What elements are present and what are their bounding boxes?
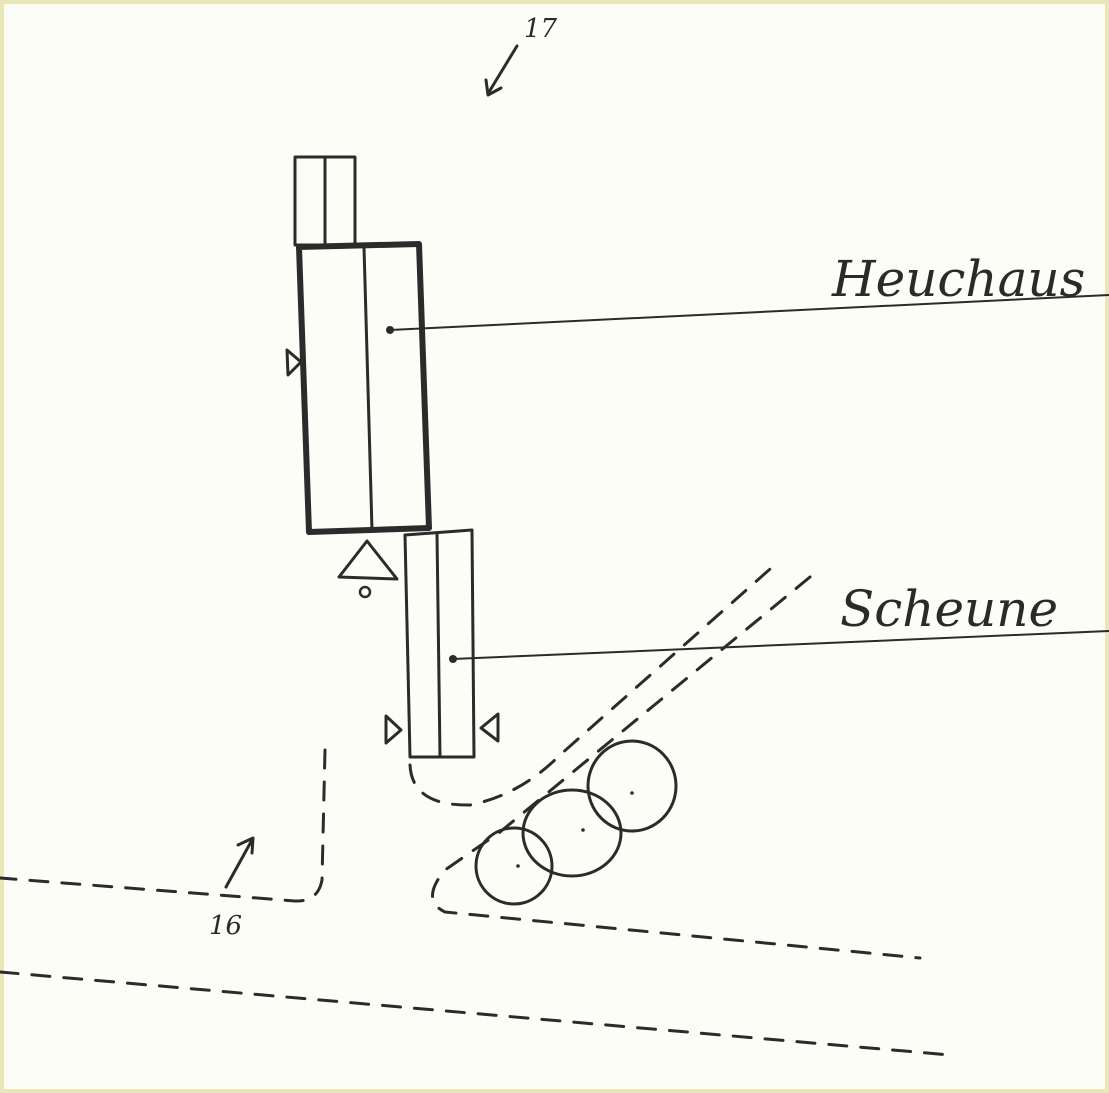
barn-entrance-marker-right [479, 712, 500, 743]
dashed-path-left-branch [0, 748, 327, 903]
house-building [296, 241, 432, 535]
tree [474, 826, 554, 906]
reference-arrow-17 [484, 44, 519, 97]
tree-group [474, 739, 678, 906]
barn-building [403, 528, 476, 759]
reference-number-16: 16 [209, 911, 242, 941]
tree [521, 788, 623, 878]
dashed-path-barn-curve [408, 560, 780, 807]
bell-symbol [337, 539, 399, 599]
house-annex [293, 155, 357, 247]
barn-leader-line [452, 630, 1109, 660]
house-entrance-marker-left [285, 348, 303, 377]
dashed-road-bottom [0, 970, 952, 1057]
barn-label: Scheune [840, 580, 1058, 638]
dashed-paths [0, 560, 952, 1057]
house-leader-line [389, 294, 1109, 331]
tree [586, 739, 678, 833]
reference-arrow-16 [224, 836, 255, 889]
barn-entrance-marker-left [384, 714, 403, 745]
reference-number-17: 17 [524, 14, 558, 44]
house-label: Heuchaus [831, 250, 1085, 308]
dashed-path-diagonal [431, 575, 922, 960]
